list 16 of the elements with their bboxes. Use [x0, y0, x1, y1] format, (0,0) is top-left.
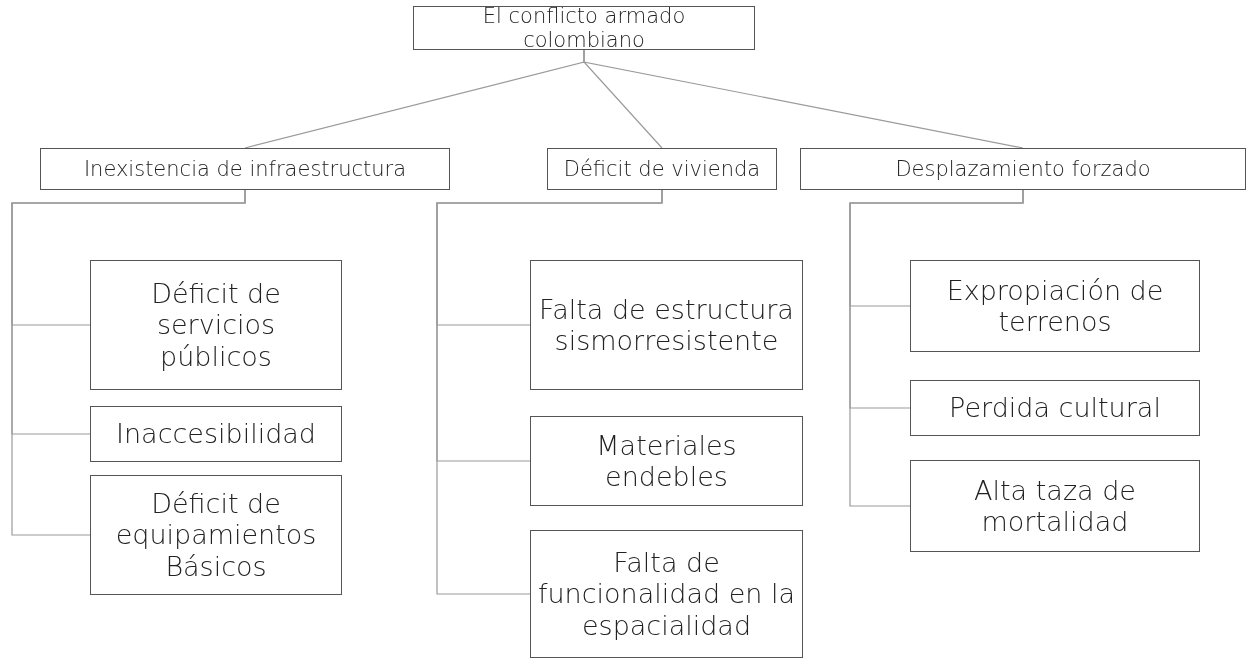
text-box: El conflicto armado colombiano — [413, 6, 755, 50]
text-box: Déficit de vivienda — [547, 148, 777, 190]
text-box: Desplazamiento forzado — [800, 148, 1246, 190]
text-box: Perdida cultural — [910, 380, 1200, 436]
connector-line — [849, 189, 1024, 507]
text-box: Inaccesibilidad — [90, 406, 342, 462]
text-box: Falta de funcionalidad en la espacialidad — [530, 530, 803, 658]
text-box: Falta de estructura sismorresistente — [530, 260, 803, 390]
text-box: Materiales endebles — [530, 416, 803, 506]
text-box: Alta taza de mortalidad — [910, 460, 1200, 552]
text-box: Déficit de equipamientos Básicos — [90, 475, 342, 595]
text-box: Inexistencia de infraestructura — [40, 148, 450, 190]
connector-line — [11, 189, 246, 536]
connector-line — [436, 189, 663, 595]
text-box: Déficit de servicios públicos — [90, 260, 342, 390]
text-box: Expropiación de terrenos — [910, 260, 1200, 352]
